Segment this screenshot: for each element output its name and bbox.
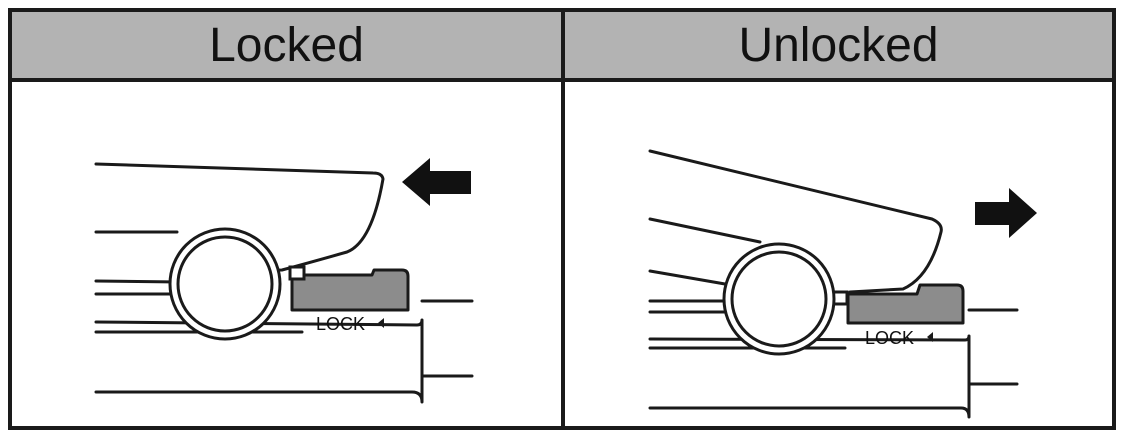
unlocked-illustration: LOCK xyxy=(648,149,1037,419)
locked-slider xyxy=(290,268,410,312)
panel-divider xyxy=(561,12,565,426)
unlocked-cover xyxy=(648,149,943,294)
locked-illustration: LOCK xyxy=(94,158,474,404)
unlocked-cover-lower xyxy=(648,217,762,244)
locked-knob-inner xyxy=(176,235,274,333)
locked-title: Locked xyxy=(209,18,364,72)
unlocked-lock-triangle-icon xyxy=(927,332,933,342)
unlocked-knob-inner xyxy=(730,250,828,348)
locked-base-housing xyxy=(94,318,424,404)
unlocked-panel: LOCK xyxy=(565,82,1112,426)
unlocked-cover-lower-2 xyxy=(648,269,727,286)
unlocked-base-housing xyxy=(648,334,971,419)
unlocked-lock-label: LOCK xyxy=(865,328,914,348)
arrow-right-icon xyxy=(975,188,1037,238)
unlocked-slider xyxy=(846,283,965,325)
locked-rail-top xyxy=(94,279,182,284)
locked-header: Locked xyxy=(12,12,561,82)
arrow-left-icon xyxy=(402,158,471,206)
locked-panel: LOCK xyxy=(12,82,561,426)
locked-slider-tab xyxy=(288,265,306,281)
locked-lock-triangle-icon xyxy=(378,318,384,328)
locked-cover xyxy=(94,162,385,274)
diagram-frame: Locked Unlocked xyxy=(8,8,1116,430)
locked-lock-label: LOCK xyxy=(316,314,365,334)
unlocked-title: Unlocked xyxy=(738,18,939,72)
unlocked-header: Unlocked xyxy=(565,12,1112,82)
